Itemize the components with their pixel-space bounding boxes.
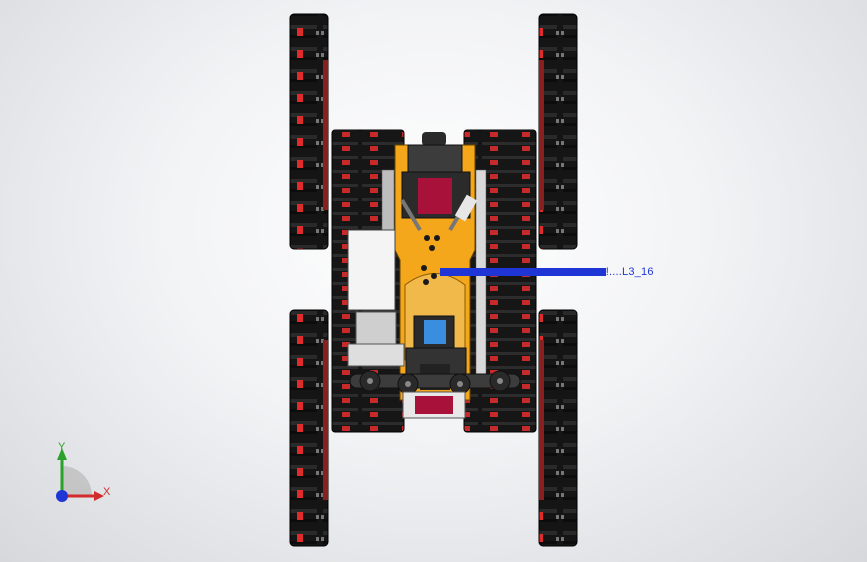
dimension-callout-label[interactable]: ...!....L3_16 xyxy=(596,266,654,278)
left-upper-track xyxy=(289,13,329,250)
x-axis-label: X xyxy=(103,486,111,498)
rear-axle-assembly xyxy=(349,370,521,395)
front-motor-red xyxy=(418,178,452,214)
lower-bracket xyxy=(347,343,405,367)
left-rail xyxy=(381,169,395,231)
right-lower-track xyxy=(538,309,578,547)
top-servo-body xyxy=(407,144,463,176)
chassis-bolts xyxy=(421,235,440,285)
battery-blue xyxy=(424,320,446,344)
angled-bracket xyxy=(454,194,478,222)
callout-leader xyxy=(440,268,606,276)
top-servo-cap xyxy=(422,132,446,146)
right-upper-track xyxy=(538,13,578,250)
axis-triad xyxy=(56,448,104,502)
left-lower-track xyxy=(289,309,329,547)
electronics-board xyxy=(347,229,396,311)
rear-red-block xyxy=(415,396,453,414)
y-axis-label: Y xyxy=(58,441,66,453)
left-link-arm xyxy=(400,198,422,232)
